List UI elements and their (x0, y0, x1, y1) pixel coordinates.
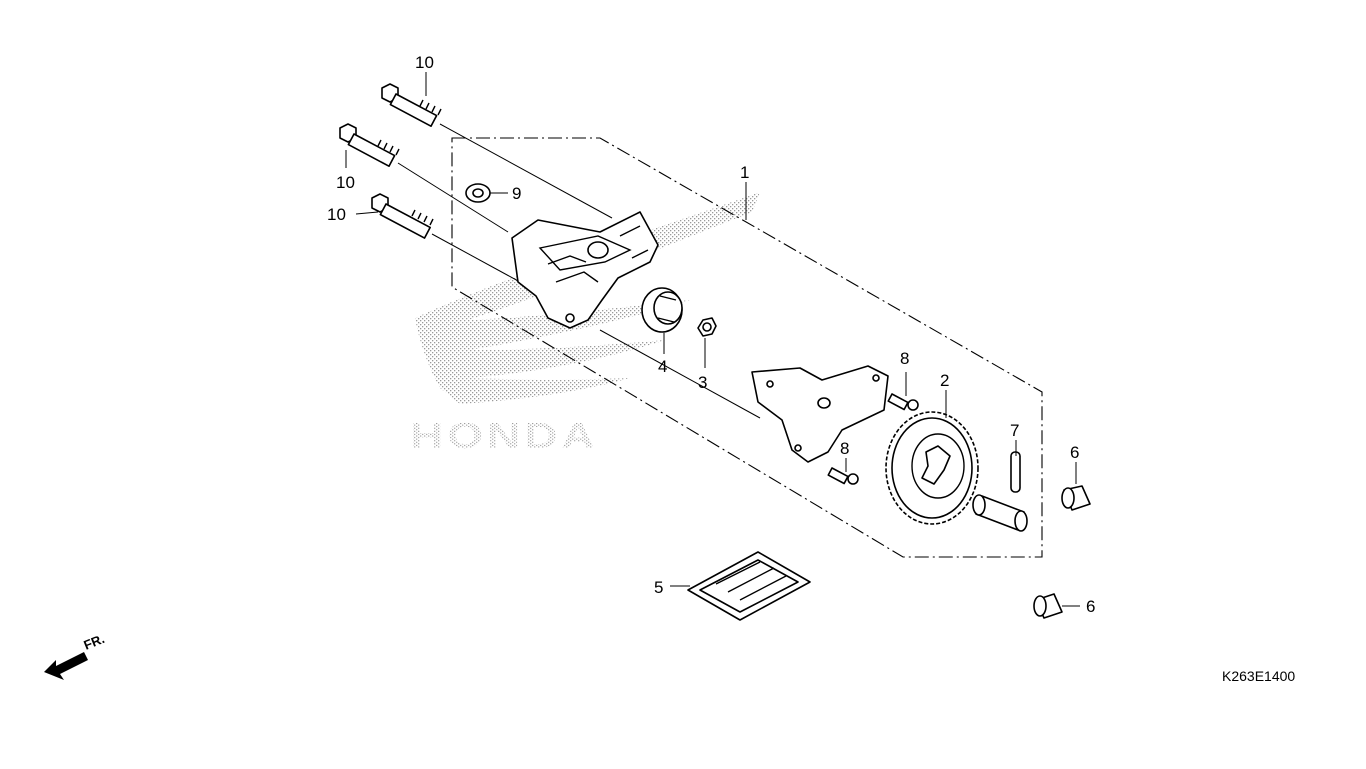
callout-label-1: 1 (740, 163, 749, 182)
flange-bolt-icon[interactable] (371, 193, 434, 239)
pump-driven-gear-icon[interactable] (885, 411, 979, 525)
callout-label-6: 6 (1086, 597, 1095, 616)
screw-icon[interactable] (887, 393, 919, 411)
callout-label-10: 10 (327, 205, 346, 224)
callout-label-8: 8 (900, 349, 909, 368)
callout-label-10: 10 (415, 53, 434, 72)
pump-shaft-icon[interactable] (972, 494, 1028, 532)
callout-label-9: 9 (512, 184, 521, 203)
dowel-collar-icon[interactable] (1033, 593, 1063, 619)
oil-pump-body-icon[interactable] (511, 211, 659, 329)
inner-rotor-icon[interactable] (697, 317, 717, 337)
honda-wordmark-watermark: HONDA (410, 416, 599, 456)
callout-leaders (345, 72, 1080, 607)
callout-label-3: 3 (698, 373, 707, 392)
oil-strainer-screen-icon[interactable] (687, 551, 811, 621)
outer-rotor-icon[interactable] (641, 287, 683, 333)
callout-label-2: 2 (940, 371, 949, 390)
pump-cover-plate-icon[interactable] (751, 365, 889, 463)
callout-label-7: 7 (1010, 421, 1019, 440)
assembly-boundary (451, 137, 1043, 558)
front-direction-label: FR. (82, 631, 107, 653)
screw-icon[interactable] (827, 467, 859, 485)
flange-bolt-icon[interactable] (339, 123, 400, 167)
callout-label-10: 10 (336, 173, 355, 192)
callout-label-5: 5 (654, 578, 663, 597)
callout-label-4: 4 (658, 357, 667, 376)
front-direction-arrow-icon: FR. (44, 631, 107, 680)
flange-bolt-icon[interactable] (381, 83, 442, 127)
diagram-code: K263E1400 (1222, 668, 1295, 684)
callout-label-8: 8 (840, 439, 849, 458)
dowel-pin-icon[interactable] (1010, 451, 1021, 493)
oil-seal-icon[interactable] (465, 183, 491, 203)
bolt-leader-lines (397, 123, 761, 419)
dowel-collar-icon[interactable] (1061, 485, 1091, 511)
callout-label-6: 6 (1070, 443, 1079, 462)
honda-wing-watermark-icon (415, 192, 760, 404)
